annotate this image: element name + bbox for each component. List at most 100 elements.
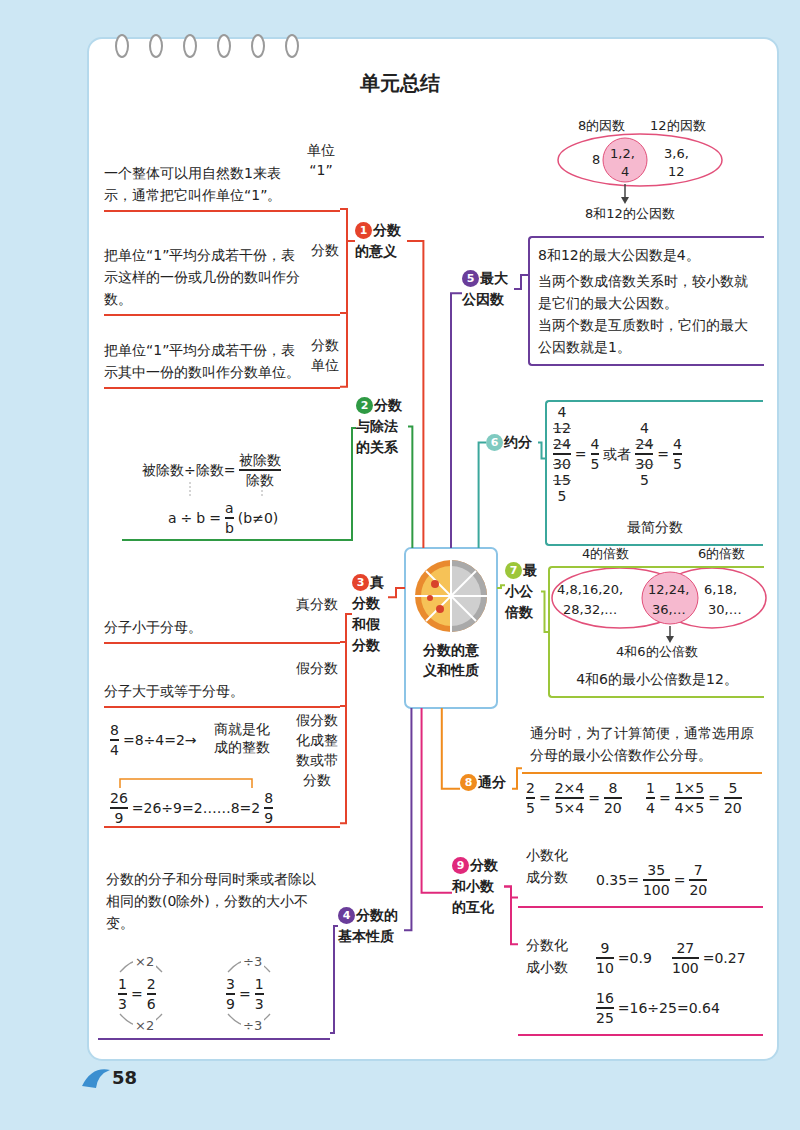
formula-text: a xyxy=(168,510,177,526)
label: 4 xyxy=(621,164,629,181)
formula-text: = xyxy=(674,872,686,888)
item-heading: 分数 xyxy=(310,240,340,260)
fraction-bar xyxy=(596,957,614,959)
fraction-bar xyxy=(118,993,127,995)
label: 12的因数 xyxy=(650,118,706,135)
connector xyxy=(504,887,518,945)
circle-number: 7 xyxy=(505,562,522,579)
circle-number: 1 xyxy=(355,222,372,239)
connector xyxy=(340,614,352,823)
formula-row: 84=8÷4=2→ xyxy=(110,722,197,758)
fraction: 45 xyxy=(673,436,682,472)
label: 36,… xyxy=(652,602,686,619)
connector xyxy=(407,241,423,548)
formula-text: 9 xyxy=(264,810,273,826)
connector xyxy=(388,588,405,597)
label: 8和12的公因数 xyxy=(585,206,675,223)
item-heading: 分数单位 xyxy=(310,335,340,375)
formula-text: 20 xyxy=(689,882,707,898)
formula-text: 9 xyxy=(600,940,609,956)
item-body: 分子小于分母。 xyxy=(104,616,286,638)
item-body: 把单位“1”平均分成若干份，表示这样的一份或几份的数叫作分数。 xyxy=(104,244,302,310)
formula-text: 5 xyxy=(728,780,737,796)
formula-text: (b≠0) xyxy=(238,510,278,526)
venn-multiples xyxy=(552,568,766,643)
formula-text: 5×4 xyxy=(555,800,585,816)
fraction-bar xyxy=(110,807,128,809)
connector xyxy=(512,768,522,789)
formula-text: 4 xyxy=(646,800,655,816)
fraction: 13 xyxy=(255,976,264,1012)
formula-text: 8 xyxy=(608,780,617,796)
formula-text: 30 xyxy=(553,456,571,472)
formula-text: = xyxy=(588,790,600,806)
formula-text: =26÷9=2……8=2 xyxy=(132,800,260,816)
fraction-bar xyxy=(555,797,585,799)
center-box xyxy=(405,548,497,708)
branch-header: 6约分 xyxy=(486,432,538,453)
formula-text: =16÷25=0.64 xyxy=(618,1000,720,1016)
label: 8的因数 xyxy=(578,118,625,135)
fraction-bar xyxy=(604,797,622,799)
fraction-bar xyxy=(226,993,235,995)
bracket xyxy=(120,779,252,788)
formula-row: 13=26 xyxy=(118,976,156,1012)
formula-row: a÷b=ab(b≠0) xyxy=(168,500,278,536)
fraction: 被除数除数 xyxy=(239,452,281,488)
fraction: 14 xyxy=(646,780,655,816)
box-text: 4和6的最小公倍数是12。 xyxy=(558,668,756,690)
fraction-bar xyxy=(147,993,156,995)
spiral-rings xyxy=(116,35,298,57)
formula-text: 5 xyxy=(526,800,535,816)
formula-text: 35 xyxy=(647,862,665,878)
fraction-bar xyxy=(672,957,699,959)
formula-text: 24 xyxy=(635,436,653,452)
connector xyxy=(422,708,452,893)
formula-row: 14=1×54×5=520 xyxy=(646,780,742,816)
formula-text: =8÷4=2→ xyxy=(123,732,197,748)
fraction: 35100 xyxy=(643,862,670,898)
label: 4的倍数 xyxy=(582,546,629,563)
formula-text: b xyxy=(225,520,234,536)
formula-text: ÷ xyxy=(181,510,193,526)
circle-number: 5 xyxy=(462,270,479,287)
formula-text: = xyxy=(657,446,669,462)
formula-text: = xyxy=(575,446,587,462)
fraction: 910 xyxy=(596,940,614,976)
label: ÷3 xyxy=(241,954,264,971)
formula-text: = xyxy=(239,986,251,1002)
circle-number: 2 xyxy=(356,397,373,414)
formula-text: 12 xyxy=(553,420,571,436)
formula-text: a xyxy=(225,500,234,516)
box-text: 分数的分子和分母同时乘或者除以相同的数(0除外)，分数的大小不变。 xyxy=(106,868,322,934)
formula-text: 20 xyxy=(724,800,742,816)
item-heading: 假分数 xyxy=(294,658,340,678)
item-heading: 真分数 xyxy=(294,594,340,614)
connector xyxy=(330,926,338,1033)
formula-text: 10 xyxy=(596,960,614,976)
formula-text: 1 xyxy=(255,976,264,992)
box-text: 分数化成小数 xyxy=(526,934,570,978)
fraction-bar xyxy=(239,469,281,471)
circle-number: 4 xyxy=(338,907,355,924)
connector xyxy=(340,209,355,241)
label: ×2 xyxy=(133,954,156,971)
formula-text: 9 xyxy=(226,996,235,1012)
formula-text: 7 xyxy=(694,862,703,878)
connector xyxy=(442,708,460,789)
note-box: 分数把单位“1”平均分成若干份，表示这样的一份或几份的数叫作分数。 xyxy=(104,240,340,316)
note-box: 通分时，为了计算简便，通常选用原分母的最小公倍数作公分母。 xyxy=(522,716,762,774)
formula-row: 被除数÷除数=被除数除数 xyxy=(142,452,281,488)
bird-icon xyxy=(82,1069,110,1088)
item-heading: 假分数化成整数或带分数 xyxy=(294,710,340,790)
fraction-bar xyxy=(646,797,655,799)
formula-text: 5 xyxy=(557,488,566,504)
connector xyxy=(497,585,505,588)
formula-row: 25=2×45×4=820 xyxy=(526,780,622,816)
formula-text: 3 xyxy=(226,976,235,992)
formula-text: 20 xyxy=(604,800,622,816)
formula-row: 3 9=13 xyxy=(226,976,264,1012)
formula-text: 9 xyxy=(114,810,123,826)
